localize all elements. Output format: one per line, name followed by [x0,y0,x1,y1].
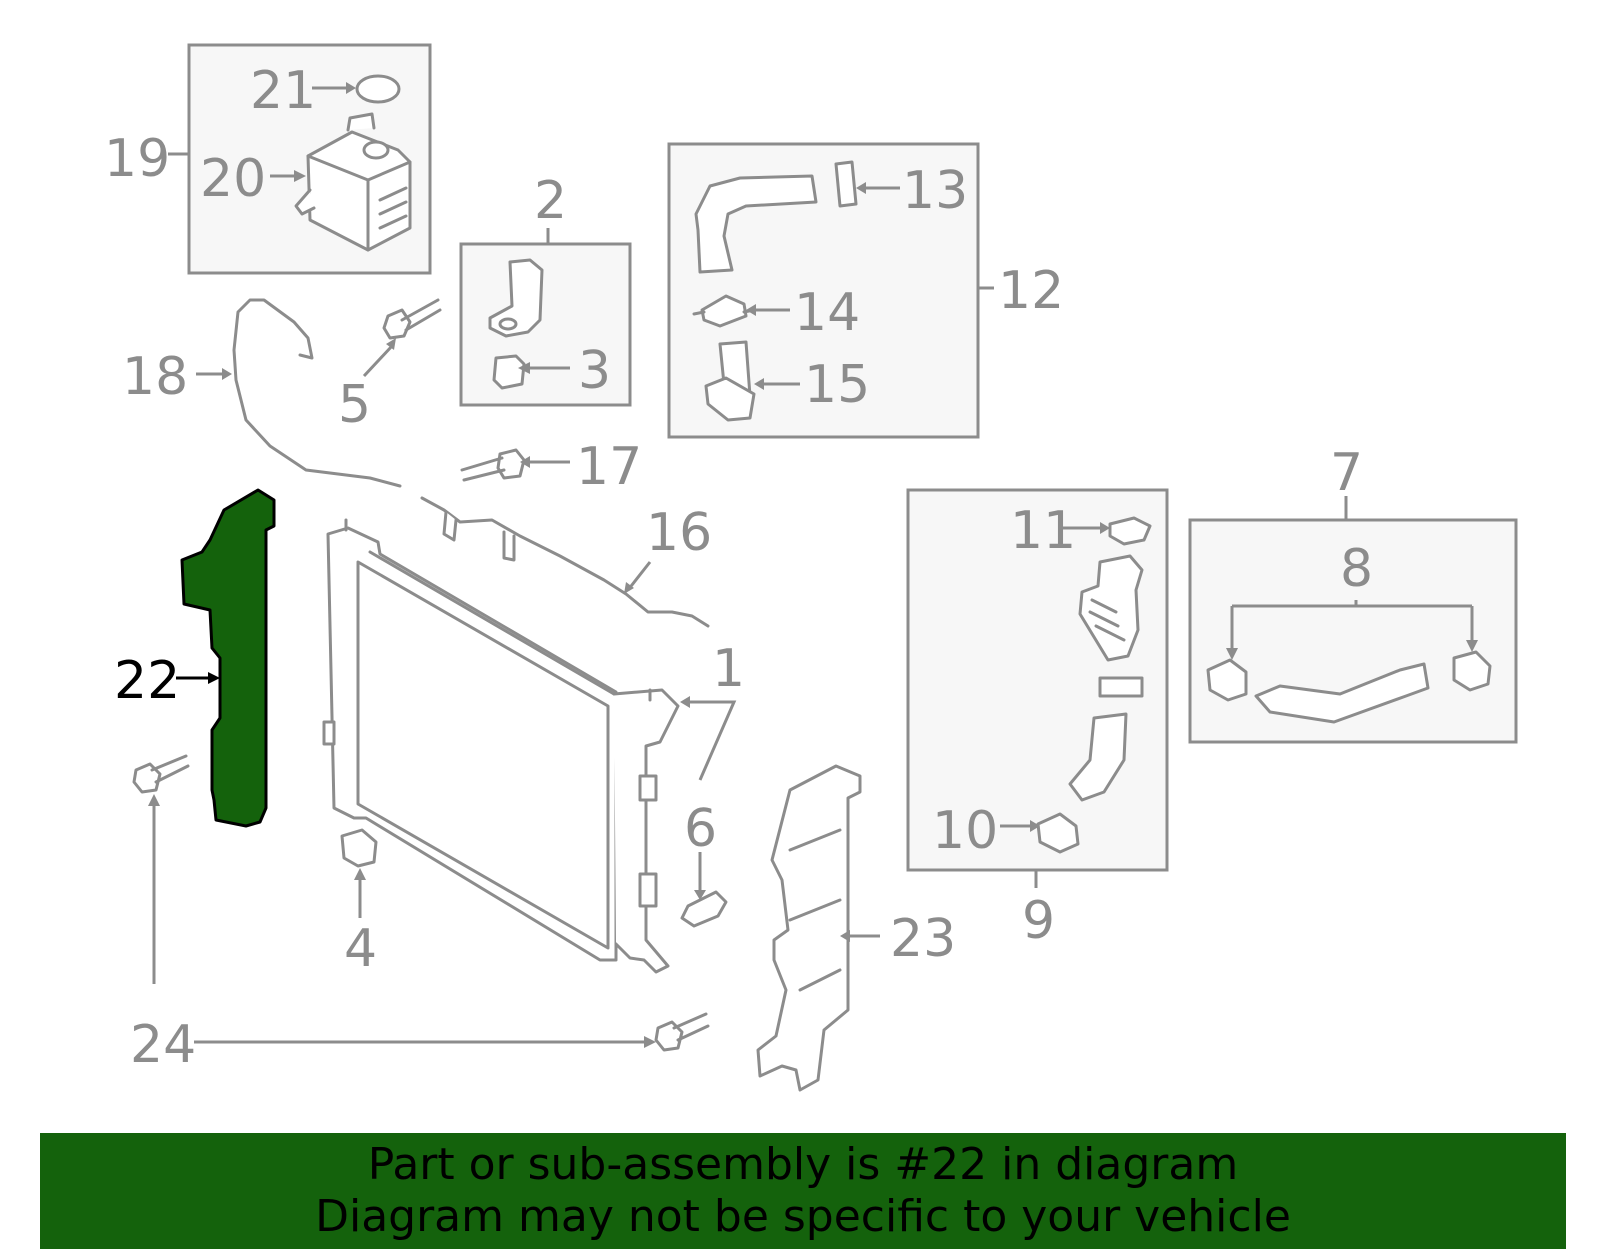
callout-12: 12 [998,261,1064,321]
part-1-radiator[interactable] [322,518,680,974]
part-22-air-guard[interactable] [180,488,276,828]
callout-16: 16 [646,503,712,563]
part-20-reservoir-tank[interactable] [294,112,412,252]
callout-6: 6 [684,799,717,859]
callout-24: 24 [130,1015,196,1075]
part-2-bracket[interactable] [488,258,544,338]
callout-10: 10 [932,801,998,861]
outlet-hose[interactable] [1068,712,1128,802]
callout-3: 3 [578,341,611,401]
callout-17: 17 [576,437,642,497]
callout-7: 7 [1330,443,1363,503]
part-6-drain-plug[interactable] [680,890,728,928]
water-outlet-housing[interactable] [1078,554,1144,662]
callout-5: 5 [338,375,371,435]
part-13-sleeve[interactable] [834,160,858,208]
part-3-nut[interactable] [492,354,526,390]
pipe-bracket-2 [502,530,516,562]
part-21-cap[interactable] [355,74,401,104]
callout-9: 9 [1022,891,1055,951]
callout-13: 13 [902,161,968,221]
callout-11: 11 [1010,501,1076,561]
part-12-hose[interactable] [694,174,818,274]
callout-22: 22 [114,651,180,711]
part-8-clamp-right[interactable] [1452,650,1492,692]
info-banner: Part or sub-assembly is #22 in diagram D… [40,1133,1566,1249]
air-guard-rib [788,828,842,992]
callout-2: 2 [534,171,567,231]
part-24-bolt-right[interactable] [654,1012,710,1052]
callout-15: 15 [804,355,870,415]
callout-20: 20 [200,149,266,209]
callout-18: 18 [122,347,188,407]
banner-line-2: Diagram may not be specific to your vehi… [315,1191,1291,1242]
callout-21: 21 [250,61,316,121]
part-15-thermostat[interactable] [704,340,756,422]
part-4-mount[interactable] [340,828,378,868]
callout-1: 1 [712,639,745,699]
part-18-bypass-hose[interactable] [232,298,402,488]
part-24-bolt-left[interactable] [132,754,190,794]
bracket-hole [498,317,518,331]
part-17-bolt[interactable] [460,448,526,482]
pipe-bracket [442,510,458,542]
callout-4: 4 [344,919,377,979]
part-8-clamp-left[interactable] [1206,658,1248,702]
callout-14: 14 [794,283,860,343]
part-7-hose[interactable] [1254,662,1430,724]
outlet-gasket [1098,676,1144,698]
leader-lines [148,82,1478,1048]
part-23-air-guard[interactable] [756,764,862,1092]
part-10-clamp[interactable] [1036,812,1080,854]
callout-23: 23 [890,909,956,969]
leader-22 [176,672,220,684]
part-11-gasket[interactable] [1108,516,1152,546]
banner-line-1: Part or sub-assembly is #22 in diagram [367,1139,1239,1190]
part-5-bolt[interactable] [382,298,442,340]
callout-8: 8 [1340,539,1373,599]
callout-19: 19 [104,129,170,189]
